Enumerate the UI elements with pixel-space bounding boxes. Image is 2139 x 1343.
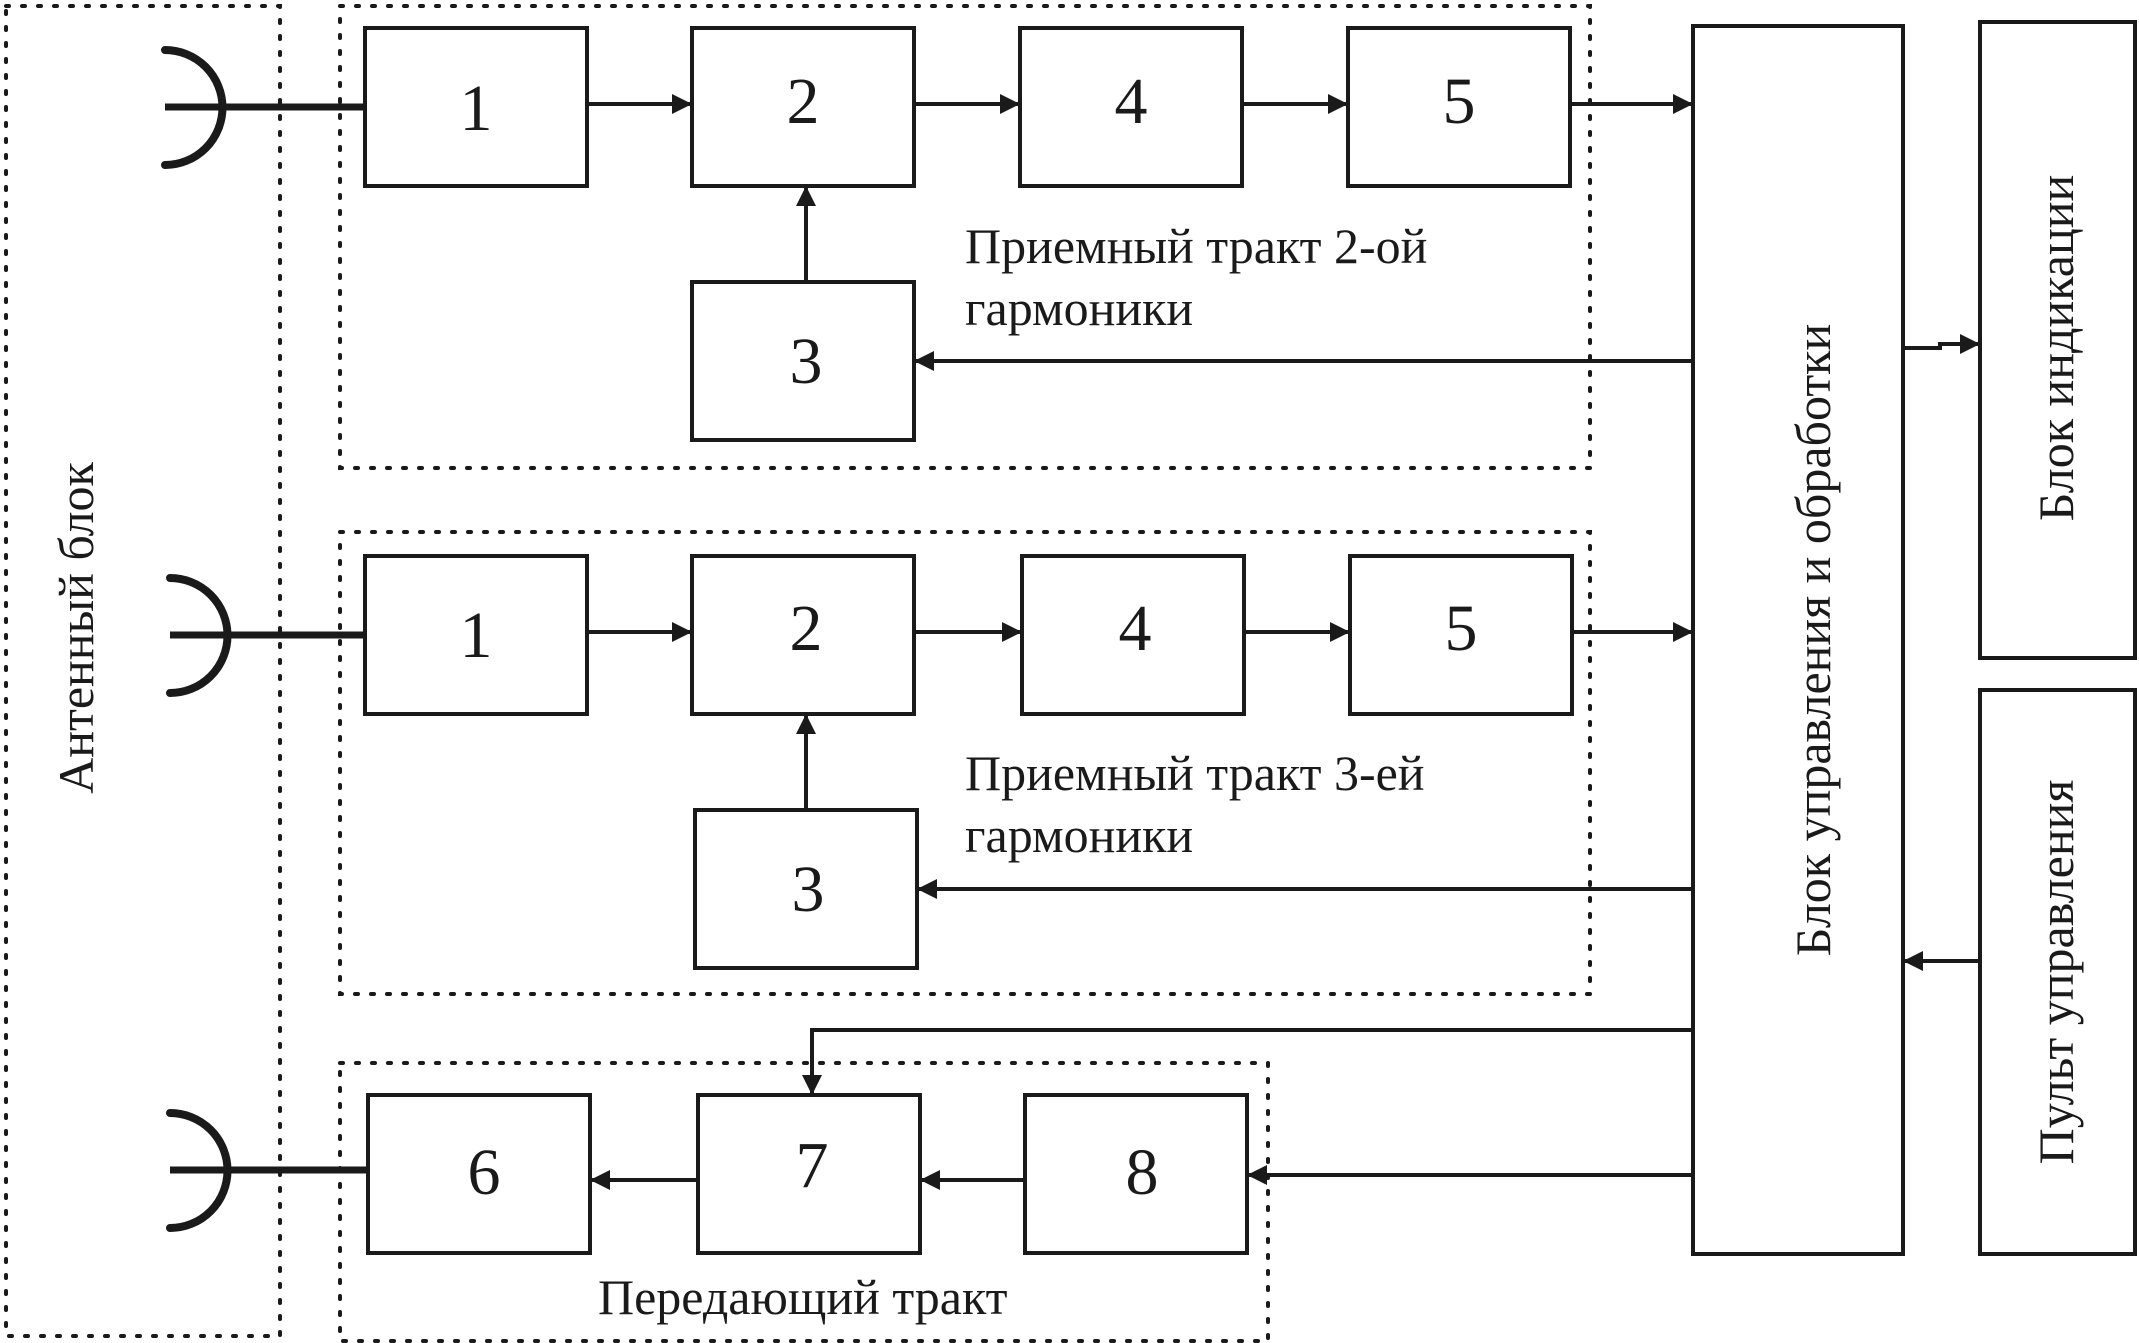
block-5 [1346,26,1572,188]
block-1 [363,26,589,188]
block-5 [1348,554,1574,716]
block-1-label: 1 [460,72,493,145]
antenna-icon-1 [161,46,365,169]
block-2-label: 2 [790,592,823,665]
block-5-label: 5 [1443,65,1476,138]
block-3 [690,280,916,442]
block-1-label: 1 [460,599,493,672]
block-3 [693,808,919,970]
block-3-label: 3 [790,325,823,398]
block-4 [1020,554,1246,716]
block-3-label: 3 [792,853,825,926]
receive-path-2-label-line2: гармоники [965,280,1193,336]
receive-path-2-label-line1: Приемный тракт 2-ой [965,218,1427,274]
block-4-label: 4 [1119,592,1152,665]
block-2-label: 2 [787,65,820,138]
receive-path-3-label-line1: Приемный тракт 3-ей [965,745,1425,801]
block-7-label: 7 [796,1129,829,1202]
arrow-control-to-indication [1903,334,1980,354]
antenna-icon-2 [166,574,365,697]
control-processing-label: Блок управления и обработки [1785,324,1841,956]
receive-path-3-label-line2: гармоники [965,807,1193,863]
antenna-block-label: Антенный блок [48,461,104,793]
receive-path-3-frame [338,530,1592,996]
transmit-path: 6 7 8 Передающий тракт [366,1028,1693,1325]
receive-path-2: 1 2 4 5 3 Приемный тракт 2-ой гармоники [363,26,1693,442]
block-4 [1018,26,1244,188]
transmit-path-label: Передающий тракт [598,1269,1008,1325]
arrow-control-to-7 [802,1028,1693,1095]
block-8 [1023,1093,1249,1255]
block-4-label: 4 [1115,65,1148,138]
control-panel-block [1978,688,2137,1256]
block-2 [690,554,916,716]
indication-label: Блок индикации [2028,175,2084,522]
receive-path-2-frame [338,4,1592,470]
block-5-label: 5 [1445,592,1478,665]
indication-block [1978,20,2137,660]
antenna-icon-3 [166,1109,368,1232]
block-1 [363,554,589,716]
antenna-block-frame [4,4,282,1338]
block-8-label: 8 [1126,1136,1159,1209]
control-processing-block [1691,24,1905,1256]
block-7 [696,1093,922,1255]
transmit-path-frame [338,1061,1270,1343]
control-panel-label: Пульт управления [2028,780,2084,1165]
block-6-label: 6 [468,1136,501,1209]
receive-path-3: 1 2 4 5 3 Приемный тракт 3-ей гармоники [363,554,1693,970]
